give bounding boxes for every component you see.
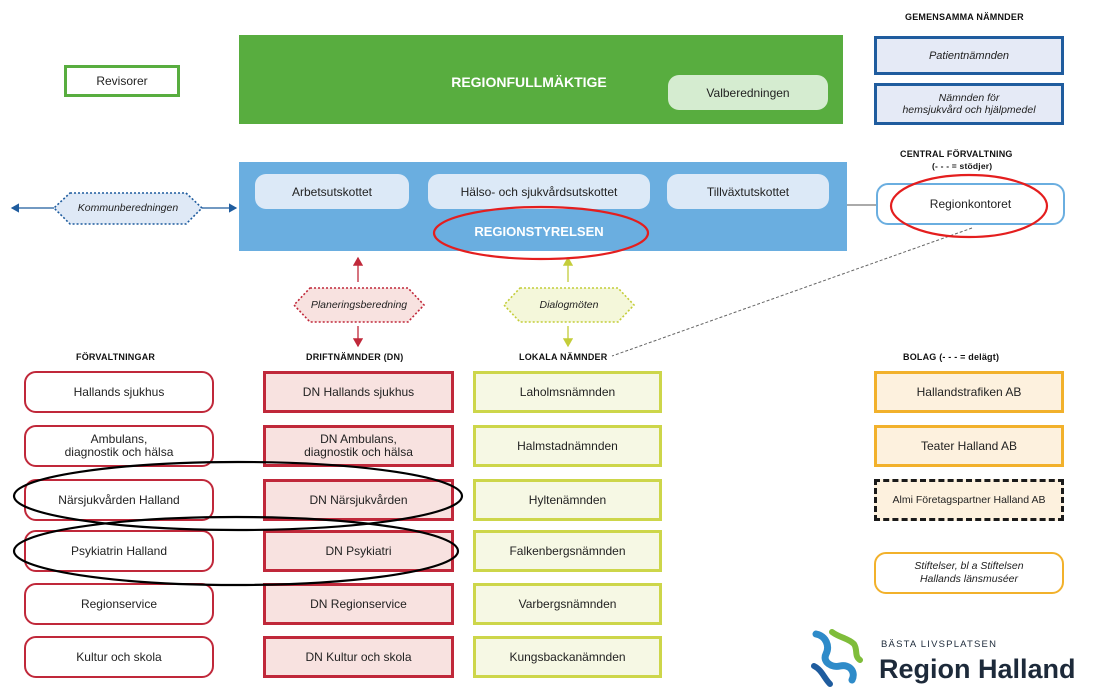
- revisorer-box: Revisorer: [64, 65, 180, 97]
- forvaltning-item: Regionservice: [24, 583, 214, 625]
- driftnamnd-label: DN Kultur och skola: [305, 650, 412, 664]
- hemsjukvard-box: Nämnden för hemsjukvård och hjälpmedel: [874, 83, 1064, 125]
- heading-central: CENTRAL FÖRVALTNING: [900, 149, 1013, 159]
- stiftelser-label-line1: Stiftelser, bl a Stiftelsen: [914, 560, 1024, 572]
- heading-forvaltningar: FÖRVALTNINGAR: [76, 352, 156, 362]
- kommunberedningen-shape: [52, 192, 204, 225]
- valberedningen-box: Valberedningen: [668, 75, 828, 110]
- tillvaxt-box: Tillväxtutskottet: [667, 174, 829, 209]
- driftnamnd-label: DN Ambulans,: [320, 432, 397, 446]
- heading-lokala: LOKALA NÄMNDER: [519, 352, 608, 362]
- regionstyrelsen-box: Arbetsutskottet Hälso- och sjukvårdsutsk…: [239, 162, 847, 251]
- hallandstrafiken-box: Hallandstrafiken AB: [874, 371, 1064, 413]
- driftnamnd-label: DN Regionservice: [310, 597, 407, 611]
- driftnamnd-item: DN Kultur och skola: [263, 636, 454, 678]
- regionkontoret-box: Regionkontoret: [876, 183, 1065, 225]
- patientnamnden-label: Patientnämnden: [928, 49, 1010, 62]
- patientnamnden-box: Patientnämnden: [874, 36, 1064, 75]
- lokal-namnd-label: Falkenbergsnämnden: [509, 544, 626, 558]
- forvaltning-label-line2: diagnostik och hälsa: [64, 445, 174, 459]
- region-halland-logo-icon: [811, 629, 863, 687]
- lokal-namnd-item: Halmstadnämnden: [473, 425, 662, 467]
- teater-halland-box: Teater Halland AB: [874, 425, 1064, 467]
- stiftelser-label-line2: Hallands länsmuséer: [919, 573, 1019, 585]
- heading-driftnamnder: DRIFTNÄMNDER (DN): [306, 352, 404, 362]
- driftnamnd-label: DN Psykiatri: [325, 544, 392, 558]
- driftnamnd-item: DN Hallands sjukhus: [263, 371, 454, 413]
- valberedningen-label: Valberedningen: [706, 85, 790, 100]
- regionstyrelsen-label: REGIONSTYRELSEN: [474, 224, 604, 239]
- dialogmoten-label: Dialogmöten: [539, 299, 599, 311]
- halso-utskottet-box: Hälso- och sjukvårdsutskottet: [428, 174, 650, 209]
- forvaltning-item: Psykiatrin Halland: [24, 530, 214, 572]
- lokal-namnd-label: Hyltenämnden: [528, 493, 607, 507]
- regionkontoret-label: Regionkontoret: [929, 197, 1012, 211]
- heading-gemensamma: GEMENSAMMA NÄMNDER: [905, 12, 1024, 22]
- planeringsberedning-label: Planeringsberedning: [310, 299, 408, 311]
- lokal-namnd-label: Laholmsnämnden: [519, 385, 616, 399]
- forvaltning-label: Psykiatrin Halland: [70, 544, 168, 558]
- hallandstrafiken-label: Hallandstrafiken AB: [916, 385, 1022, 399]
- dialogmoten-shape: [502, 287, 636, 323]
- lokal-namnd-item: Varbergsnämnden: [473, 583, 662, 625]
- stiftelser-box: Stiftelser, bl a Stiftelsen Hallands län…: [874, 552, 1064, 594]
- lokal-namnd-item: Falkenbergsnämnden: [473, 530, 662, 572]
- forvaltning-item: Ambulans, diagnostik och hälsa: [24, 425, 214, 467]
- heading-central-note: (- - - = stödjer): [932, 161, 993, 171]
- almi-label: Almi Företagspartner Halland AB: [892, 494, 1046, 506]
- driftnamnd-label-line2: diagnostik och hälsa: [304, 445, 413, 459]
- driftnamnd-label: DN Närsjukvården: [309, 493, 408, 507]
- forvaltning-label: Kultur och skola: [76, 650, 162, 664]
- driftnamnd-item: DN Närsjukvården: [263, 479, 454, 521]
- logo-tagline: BÄSTA LIVSPLATSEN: [881, 639, 998, 650]
- kontoret-support-link: [611, 227, 973, 357]
- logo-name: Region Halland: [879, 654, 1076, 684]
- lokal-namnd-item: Hyltenämnden: [473, 479, 662, 521]
- driftnamnd-label: DN Hallands sjukhus: [302, 385, 415, 399]
- halso-utskottet-label: Hälso- och sjukvårdsutskottet: [460, 184, 618, 199]
- hemsjukvard-label-line2: hemsjukvård och hjälpmedel: [902, 104, 1036, 116]
- kommunberedningen-label: Kommunberedningen: [77, 202, 179, 214]
- forvaltning-item: Kultur och skola: [24, 636, 214, 678]
- forvaltning-item: Närsjukvården Halland: [24, 479, 214, 521]
- hemsjukvard-label-line1: Nämnden för: [938, 92, 1000, 104]
- driftnamnd-item: DN Ambulans, diagnostik och hälsa: [263, 425, 454, 467]
- forvaltning-item: Hallands sjukhus: [24, 371, 214, 413]
- arbetsutskottet-label: Arbetsutskottet: [291, 184, 373, 199]
- lokal-namnd-label: Halmstadnämnden: [517, 439, 618, 453]
- lokal-namnd-item: Kungsbackanämnden: [473, 636, 662, 678]
- lokal-namnd-label: Varbergsnämnden: [518, 597, 617, 611]
- teater-halland-label: Teater Halland AB: [920, 439, 1018, 453]
- forvaltning-label: Regionservice: [80, 597, 158, 611]
- tillvaxt-label: Tillväxtutskottet: [706, 184, 790, 199]
- lokal-namnd-label: Kungsbackanämnden: [509, 650, 626, 664]
- regionfullmaktige-box: REGIONFULLMÄKTIGE Valberedningen: [239, 35, 843, 124]
- planeringsberedning-shape: [292, 287, 426, 323]
- driftnamnd-item: DN Regionservice: [263, 583, 454, 625]
- driftnamnd-item: DN Psykiatri: [263, 530, 454, 572]
- regionfullmaktige-label: REGIONFULLMÄKTIGE: [451, 74, 607, 90]
- forvaltning-label: Ambulans,: [90, 432, 148, 446]
- almi-box: Almi Företagspartner Halland AB: [874, 479, 1064, 521]
- forvaltning-label: Närsjukvården Halland: [58, 493, 180, 507]
- revisorer-label: Revisorer: [96, 74, 148, 88]
- arbetsutskottet-box: Arbetsutskottet: [255, 174, 409, 209]
- forvaltning-label: Hallands sjukhus: [73, 384, 165, 399]
- lokal-namnd-item: Laholmsnämnden: [473, 371, 662, 413]
- heading-bolag: BOLAG (- - - = delägt): [903, 352, 1000, 362]
